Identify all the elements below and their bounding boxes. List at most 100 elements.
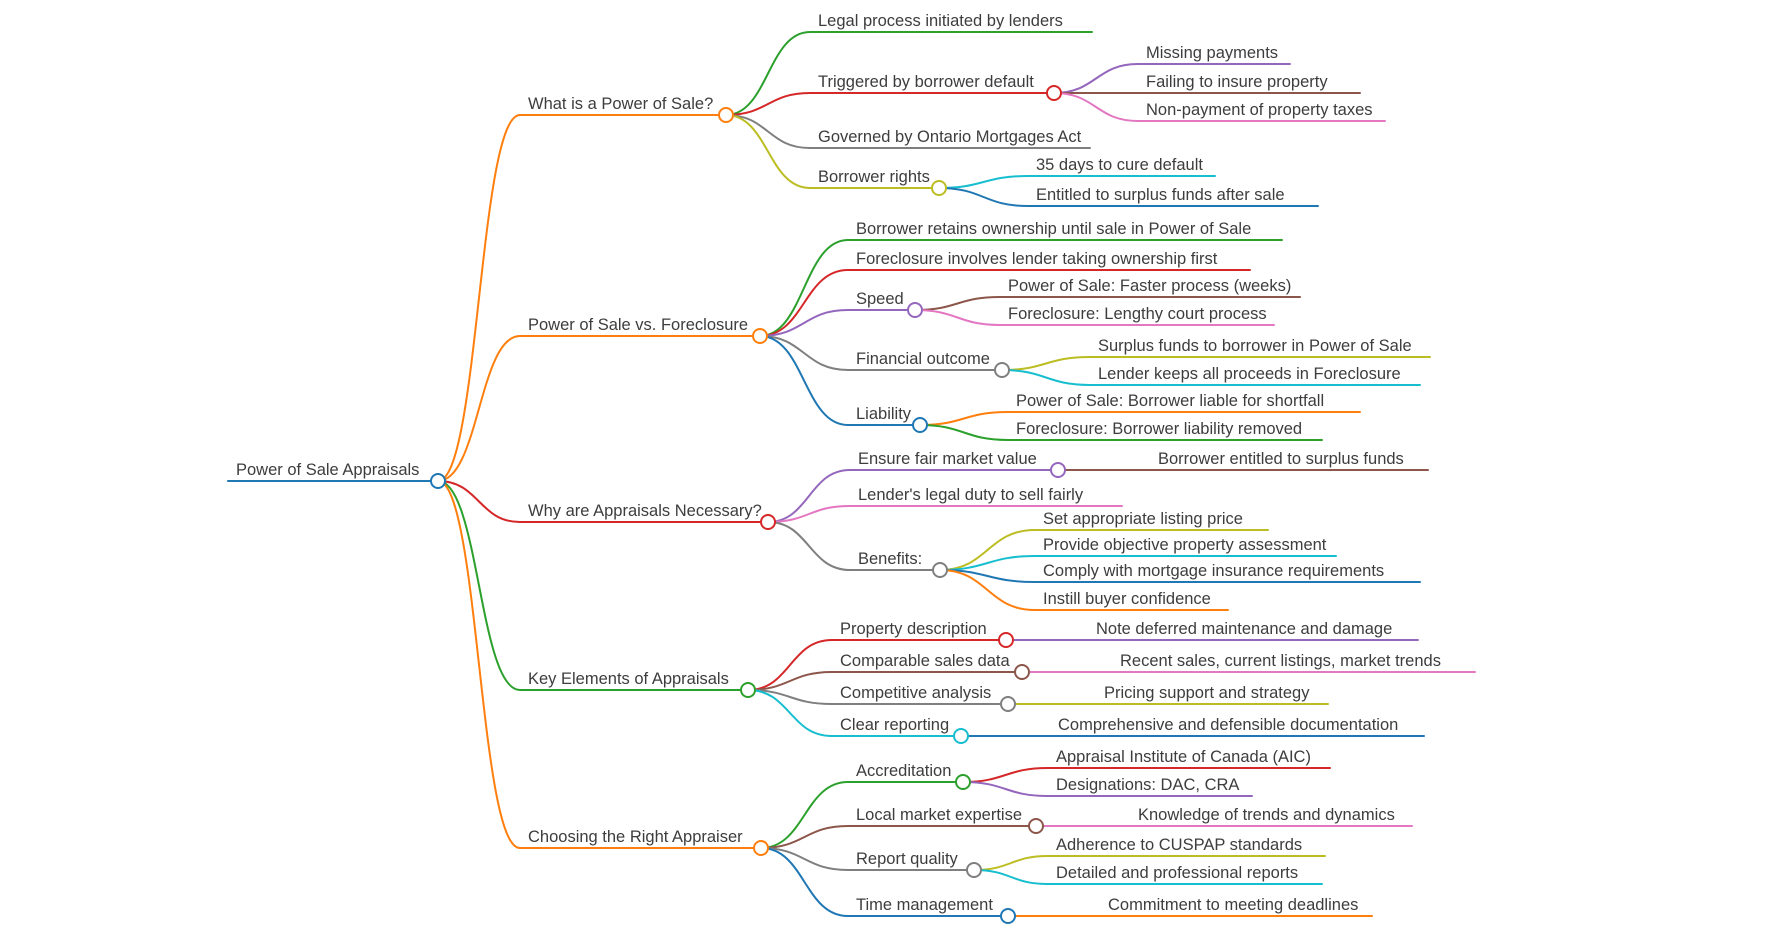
node-label: Governed by Ontario Mortgages Act [818,128,1082,146]
node-toggle-clear-reporting[interactable] [953,728,969,744]
node-borrower-rights: Borrower rights [809,168,932,189]
branch-link-designations-dac-cra [962,781,1049,797]
node-toggle-power-of-sale-appraisals[interactable] [430,473,446,489]
branch-link-non-payment-of-property-taxes [1053,92,1139,122]
node-label: Adherence to CUSPAP standards [1056,836,1302,854]
node-label: Note deferred maintenance and damage [1096,620,1392,638]
node-label: Property description [840,620,987,638]
node-label: Benefits: [858,550,922,568]
branch-link-clear-reporting [747,689,833,737]
branch-link-speed [759,309,849,337]
node-label: Borrower entitled to surplus funds [1158,450,1404,468]
node-clear-reporting: Clear reporting [831,716,954,737]
branch-link-foreclosure-involves-lender-taking-ownership-first [759,269,849,337]
node-power-of-sale-vs-foreclosure: Power of Sale vs. Foreclosure [519,316,753,337]
node-label: Power of Sale: Borrower liable for short… [1016,392,1324,410]
node-toggle-why-are-appraisals-necessary[interactable] [760,514,776,530]
node-provide-objective-property-assessment: Provide objective property assessment [1034,536,1337,557]
node-comprehensive-and-defensible-documentation: Comprehensive and defensible documentati… [1049,716,1425,737]
branch-link-set-appropriate-listing-price [939,529,1036,571]
node-toggle-key-elements-of-appraisals[interactable] [740,682,756,698]
branch-link-adherence-to-cuspap-standards [973,855,1049,871]
node-label: Non-payment of property taxes [1146,101,1373,119]
branch-link-appraisal-institute-of-canada-aic [962,767,1049,783]
branch-link-financial-outcome [759,335,849,371]
node-label: Borrower rights [818,168,930,186]
node-toggle-liability[interactable] [912,417,928,433]
branch-link-what-is-a-power-of-sale [437,114,521,482]
node-label: Failing to insure property [1146,73,1328,91]
node-key-elements-of-appraisals: Key Elements of Appraisals [519,670,741,691]
branch-link-entitled-to-surplus-funds-after-sale [938,187,1029,207]
node-label: Accreditation [856,762,951,780]
node-what-is-a-power-of-sale: What is a Power of Sale? [519,95,719,116]
node-toggle-report-quality[interactable] [966,862,982,878]
node-label: Report quality [856,850,959,868]
node-toggle-benefits[interactable] [932,562,948,578]
node-toggle-choosing-the-right-appraiser[interactable] [753,840,769,856]
node-toggle-borrower-rights[interactable] [931,180,947,196]
branch-link-power-of-sale-borrower-liable-for-shortfall [919,411,1009,426]
branch-link-foreclosure-borrower-liability-removed [919,424,1009,441]
node-label: Missing payments [1146,44,1278,62]
branch-link-35-days-to-cure-default [938,175,1029,189]
node-label: Clear reporting [840,716,949,734]
node-entitled-to-surplus-funds-after-sale: Entitled to surplus funds after sale [1027,186,1319,207]
branch-link-report-quality [760,847,849,871]
node-competitive-analysis: Competitive analysis [831,684,1001,705]
node-label: Pricing support and strategy [1104,684,1310,702]
node-why-are-appraisals-necessary: Why are Appraisals Necessary? [519,502,762,523]
node-label: Lender keeps all proceeds in Foreclosure [1098,365,1401,383]
node-toggle-ensure-fair-market-value[interactable] [1050,462,1066,478]
branch-link-key-elements-of-appraisals [437,480,521,691]
node-borrower-retains-ownership-until-sale-in-power-of-sale: Borrower retains ownership until sale in… [847,220,1283,241]
node-toggle-time-management[interactable] [1000,908,1016,924]
node-35-days-to-cure-default: 35 days to cure default [1027,156,1216,177]
node-label: Appraisal Institute of Canada (AIC) [1056,748,1311,766]
node-speed: Speed [847,290,908,311]
node-toggle-local-market-expertise[interactable] [1028,818,1044,834]
node-foreclosure-borrower-liability-removed: Foreclosure: Borrower liability removed [1007,420,1323,441]
node-non-payment-of-property-taxes: Non-payment of property taxes [1137,101,1386,122]
node-label: Comprehensive and defensible documentati… [1058,716,1398,734]
node-foreclosure-lengthy-court-process: Foreclosure: Lengthy court process [999,305,1275,326]
node-surplus-funds-to-borrower-in-power-of-sale: Surplus funds to borrower in Power of Sa… [1089,337,1431,358]
node-label: What is a Power of Sale? [528,95,713,113]
node-failing-to-insure-property: Failing to insure property [1137,73,1361,94]
node-toggle-power-of-sale-vs-foreclosure[interactable] [752,328,768,344]
node-borrower-entitled-to-surplus-funds: Borrower entitled to surplus funds [1149,450,1429,471]
node-liability: Liability [847,405,913,426]
node-note-deferred-maintenance-and-damage: Note deferred maintenance and damage [1087,620,1419,641]
node-toggle-financial-outcome[interactable] [994,362,1010,378]
node-triggered-by-borrower-default: Triggered by borrower default [809,73,1047,94]
node-toggle-what-is-a-power-of-sale[interactable] [718,107,734,123]
branch-link-liability [759,335,849,426]
node-toggle-property-description[interactable] [998,632,1014,648]
node-toggle-competitive-analysis[interactable] [1000,696,1016,712]
node-foreclosure-involves-lender-taking-ownership-first: Foreclosure involves lender taking owner… [847,250,1251,271]
node-label: Key Elements of Appraisals [528,670,729,688]
node-toggle-comparable-sales-data[interactable] [1014,664,1030,680]
branch-link-instill-buyer-confidence [939,569,1036,611]
node-label: Why are Appraisals Necessary? [528,502,762,520]
node-label: Set appropriate listing price [1043,510,1243,528]
branch-link-ensure-fair-market-value [767,469,851,523]
node-benefits: Benefits: [849,550,933,571]
node-label: Triggered by borrower default [818,73,1034,91]
branch-link-lender-s-legal-duty-to-sell-fairly [767,505,851,523]
node-property-description: Property description [831,620,999,641]
node-knowledge-of-trends-and-dynamics: Knowledge of trends and dynamics [1129,806,1413,827]
node-set-appropriate-listing-price: Set appropriate listing price [1034,510,1269,531]
node-label: Foreclosure: Lengthy court process [1008,305,1267,323]
node-label: Surplus funds to borrower in Power of Sa… [1098,337,1412,355]
node-accreditation: Accreditation [847,762,956,783]
node-toggle-triggered-by-borrower-default[interactable] [1046,85,1062,101]
node-toggle-speed[interactable] [907,302,923,318]
node-label: Liability [856,405,912,423]
node-label: Financial outcome [856,350,990,368]
node-detailed-and-professional-reports: Detailed and professional reports [1047,864,1323,885]
node-toggle-accreditation[interactable] [955,774,971,790]
node-label: Commitment to meeting deadlines [1108,896,1358,914]
